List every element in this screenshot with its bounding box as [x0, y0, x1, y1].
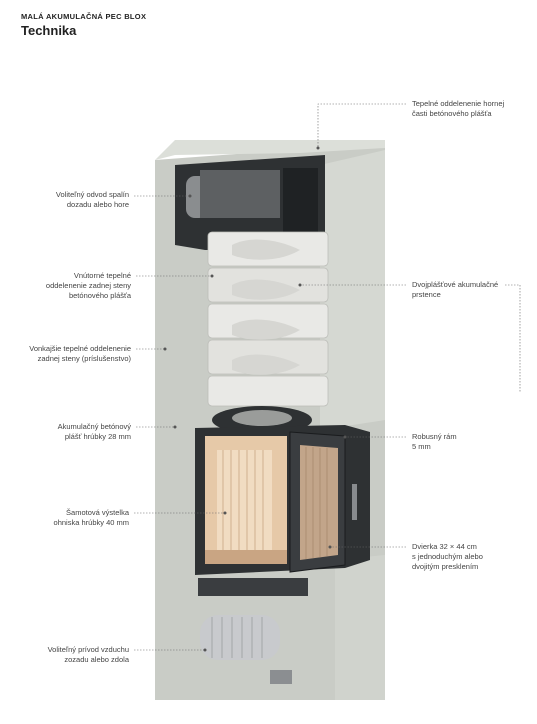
callout-firebox-lining: Šamotová výstelka ohniska hrúbky 40 mm: [53, 508, 129, 527]
concrete-right-lower: [335, 555, 385, 700]
concrete-top: [155, 140, 385, 160]
header: MALÁ AKUMULAČNÁ PEC BLOX Technika: [21, 12, 146, 38]
air-inlet-hose: [200, 615, 280, 660]
callout-double-rings: Dvojplášťové akumulačné prstence: [412, 280, 499, 299]
callout-top-insulation: Tepelné oddelenenie hornej časti betónov…: [412, 99, 505, 118]
callout-concrete-mantle: Akumulačný betónový plášť hrúbky 28 mm: [57, 422, 131, 441]
concrete-right-face: [320, 150, 385, 430]
callout-inner-insulation: Vnútorné tepelné oddelenenie zadnej sten…: [45, 271, 131, 300]
callout-door: Dvierka 32 × 44 cm s jednoduchým alebo d…: [412, 542, 483, 571]
callout-frame: Robusný rám 5 mm: [412, 432, 457, 451]
product-subtitle: MALÁ AKUMULAČNÁ PEC BLOX: [21, 12, 147, 21]
callout-outer-insulation: Vonkajšie tepelné oddelenenie zadnej ste…: [29, 344, 131, 363]
page-title: Technika: [21, 23, 77, 38]
callout-flue-outlet: Voliteľný odvod spalín dozadu alebo hore: [55, 190, 129, 209]
door-handle: [352, 484, 357, 520]
callout-air-inlet: Voliteľný prívod vzduchu zozadu alebo zd…: [47, 645, 129, 664]
leader-lines: [134, 103, 521, 652]
accumulation-rings: [207, 231, 329, 407]
